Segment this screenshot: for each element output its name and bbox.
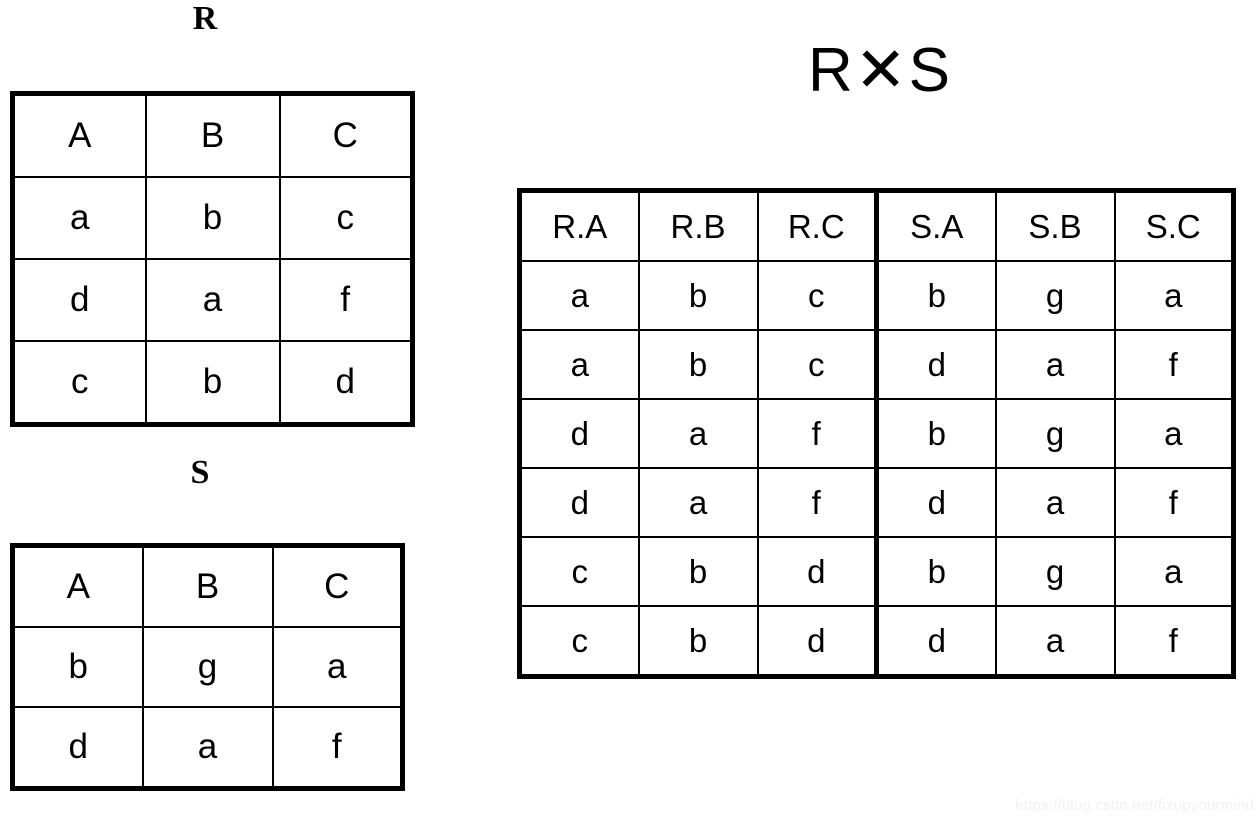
table-cell: b	[874, 536, 997, 607]
table-row: d a f d a f	[518, 467, 1235, 538]
table-cell: a	[518, 260, 640, 331]
table-cell: a	[518, 329, 640, 400]
table-cell: g	[141, 626, 274, 708]
table-cell: c	[278, 176, 414, 260]
table-cell: g	[994, 536, 1116, 607]
table-cell: c	[518, 536, 640, 607]
table-header-row: A B C	[11, 92, 414, 178]
table-cell: d	[278, 340, 414, 426]
table-cell: f	[1113, 329, 1235, 400]
table-cell: a	[1113, 398, 1235, 469]
table-row: c b d	[11, 340, 414, 426]
table-cell: d	[11, 258, 147, 342]
relation-s-label: S	[190, 454, 210, 491]
table-cell: f	[271, 706, 404, 790]
table-cell: f	[756, 467, 878, 538]
table-cell: b	[874, 398, 997, 469]
table-cell: a	[994, 467, 1116, 538]
table-row: a b c	[11, 176, 414, 260]
table-cell: b	[637, 260, 759, 331]
table-cell: c	[756, 329, 878, 400]
table-cell: d	[11, 706, 144, 790]
table-cell: a	[11, 176, 147, 260]
column-header-s-c: S.C	[1113, 189, 1235, 262]
table-cell: b	[874, 260, 997, 331]
table-row: d a f	[11, 706, 404, 790]
table-row: c b d d a f	[518, 605, 1235, 678]
table-cell: g	[994, 260, 1116, 331]
cartesian-product-title: R✕S	[807, 36, 953, 105]
table-cell: a	[637, 398, 759, 469]
relation-s-body: A B C b g a d a f	[11, 544, 404, 790]
column-header-r-a: R.A	[518, 189, 640, 262]
cartesian-product-table: R.A R.B R.C S.A S.B S.C a b c b g a a b …	[517, 188, 1236, 679]
table-cell: b	[144, 176, 281, 260]
table-cell: a	[637, 467, 759, 538]
column-header-c: C	[278, 92, 414, 178]
table-cell: d	[756, 536, 878, 607]
table-cell: d	[874, 329, 997, 400]
column-header-a: A	[11, 544, 144, 628]
table-cell: a	[994, 329, 1116, 400]
table-cell: b	[11, 626, 144, 708]
table-header-row: A B C	[11, 544, 404, 628]
table-cell: a	[141, 706, 274, 790]
table-cell: a	[144, 258, 281, 342]
table-cell: g	[994, 398, 1116, 469]
table-row: a b c d a f	[518, 329, 1235, 400]
table-cell: c	[756, 260, 878, 331]
table-cell: a	[994, 605, 1116, 678]
table-cell: b	[144, 340, 281, 426]
table-cell: d	[874, 605, 997, 678]
table-cell: f	[1113, 605, 1235, 678]
table-row: d a f b g a	[518, 398, 1235, 469]
table-cell: f	[1113, 467, 1235, 538]
table-cell: a	[1113, 260, 1235, 331]
column-header-s-a: S.A	[874, 189, 997, 262]
column-header-a: A	[11, 92, 147, 178]
table-cell: d	[756, 605, 878, 678]
table-cell: c	[518, 605, 640, 678]
column-header-s-b: S.B	[994, 189, 1116, 262]
table-row: c b d b g a	[518, 536, 1235, 607]
table-cell: b	[637, 329, 759, 400]
table-cell: b	[637, 536, 759, 607]
table-cell: a	[1113, 536, 1235, 607]
table-cell: c	[11, 340, 147, 426]
relation-r-body: A B C a b c d a f c b d	[11, 92, 414, 426]
table-cell: a	[271, 626, 404, 708]
table-row: a b c b g a	[518, 260, 1235, 331]
relation-s-table: A B C b g a d a f	[10, 543, 405, 791]
cartesian-product-body: R.A R.B R.C S.A S.B S.C a b c b g a a b …	[518, 189, 1235, 678]
watermark-text: https://blog.csdn.net/fixupyourmind	[1015, 797, 1254, 814]
relation-r-table: A B C a b c d a f c b d	[10, 91, 415, 427]
table-row: d a f	[11, 258, 414, 342]
column-header-b: B	[144, 92, 281, 178]
table-cell: d	[874, 467, 997, 538]
table-cell: f	[278, 258, 414, 342]
table-cell: f	[756, 398, 878, 469]
column-header-r-b: R.B	[637, 189, 759, 262]
table-cell: d	[518, 467, 640, 538]
relation-r-label: R	[192, 0, 218, 37]
column-header-r-c: R.C	[756, 189, 878, 262]
table-cell: b	[637, 605, 759, 678]
column-header-b: B	[141, 544, 274, 628]
table-row: b g a	[11, 626, 404, 708]
table-header-row: R.A R.B R.C S.A S.B S.C	[518, 189, 1235, 262]
column-header-c: C	[271, 544, 404, 628]
table-cell: d	[518, 398, 640, 469]
